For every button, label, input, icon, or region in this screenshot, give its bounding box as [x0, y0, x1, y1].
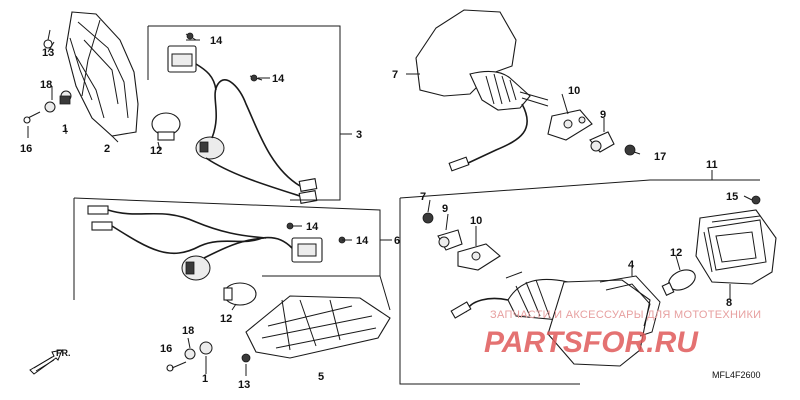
label-4: 4 — [628, 259, 635, 271]
front-direction-indicator: FR. — [29, 348, 71, 375]
direction-label: FR. — [56, 348, 71, 358]
label-14-c: 14 — [306, 221, 319, 233]
watermark-tagline: ЗАПЧАСТИ И АКСЕССУАРЫ ДЛЯ МОТОТЕХНИКИ — [490, 309, 761, 321]
label-13-a: 13 — [42, 47, 54, 59]
watermark-logo: PARTSFOR.RU — [484, 326, 699, 359]
label-15: 15 — [726, 191, 738, 203]
watermark: ЗАПЧАСТИ И АКСЕССУАРЫ ДЛЯ МОТОТЕХНИКИ PA… — [484, 309, 761, 359]
label-11: 11 — [706, 159, 718, 171]
label-12-c: 12 — [670, 247, 682, 259]
label-3: 3 — [356, 129, 362, 141]
leader-lines — [27, 39, 753, 376]
label-16-b: 16 — [160, 343, 172, 355]
label-6: 6 — [394, 235, 400, 247]
label-10-b: 10 — [470, 215, 482, 227]
rear-left-turn-signal — [399, 179, 777, 385]
label-5: 5 — [318, 371, 324, 383]
label-16-a: 16 — [20, 143, 32, 155]
rear-right-turn-signal — [415, 9, 636, 172]
label-7-a: 7 — [392, 69, 398, 81]
diagram-code: MFL4F2600 — [712, 370, 761, 380]
label-1-b: 1 — [202, 373, 208, 385]
front-left-turn-signal — [23, 11, 352, 204]
label-18-b: 18 — [182, 325, 194, 337]
label-12-a: 12 — [150, 145, 162, 157]
label-12-b: 12 — [220, 313, 232, 325]
label-9-a: 9 — [600, 109, 606, 121]
label-9-b: 9 — [442, 203, 448, 215]
direction-arrow-icon — [29, 349, 63, 375]
label-14-a: 14 — [210, 35, 223, 47]
label-14-d: 14 — [356, 235, 369, 247]
front-right-turn-signal — [73, 197, 391, 372]
label-10-a: 10 — [568, 85, 580, 97]
label-8: 8 — [726, 297, 732, 309]
part-labels: 13 14 14 18 1 16 2 12 3 14 14 6 12 18 16… — [20, 35, 738, 391]
label-18-a: 18 — [40, 79, 52, 91]
label-14-b: 14 — [272, 73, 285, 85]
label-1-a: 1 — [62, 123, 68, 135]
label-13-b: 13 — [238, 379, 250, 391]
label-2: 2 — [104, 143, 110, 155]
label-7-b: 7 — [420, 191, 426, 203]
label-17: 17 — [654, 151, 666, 163]
